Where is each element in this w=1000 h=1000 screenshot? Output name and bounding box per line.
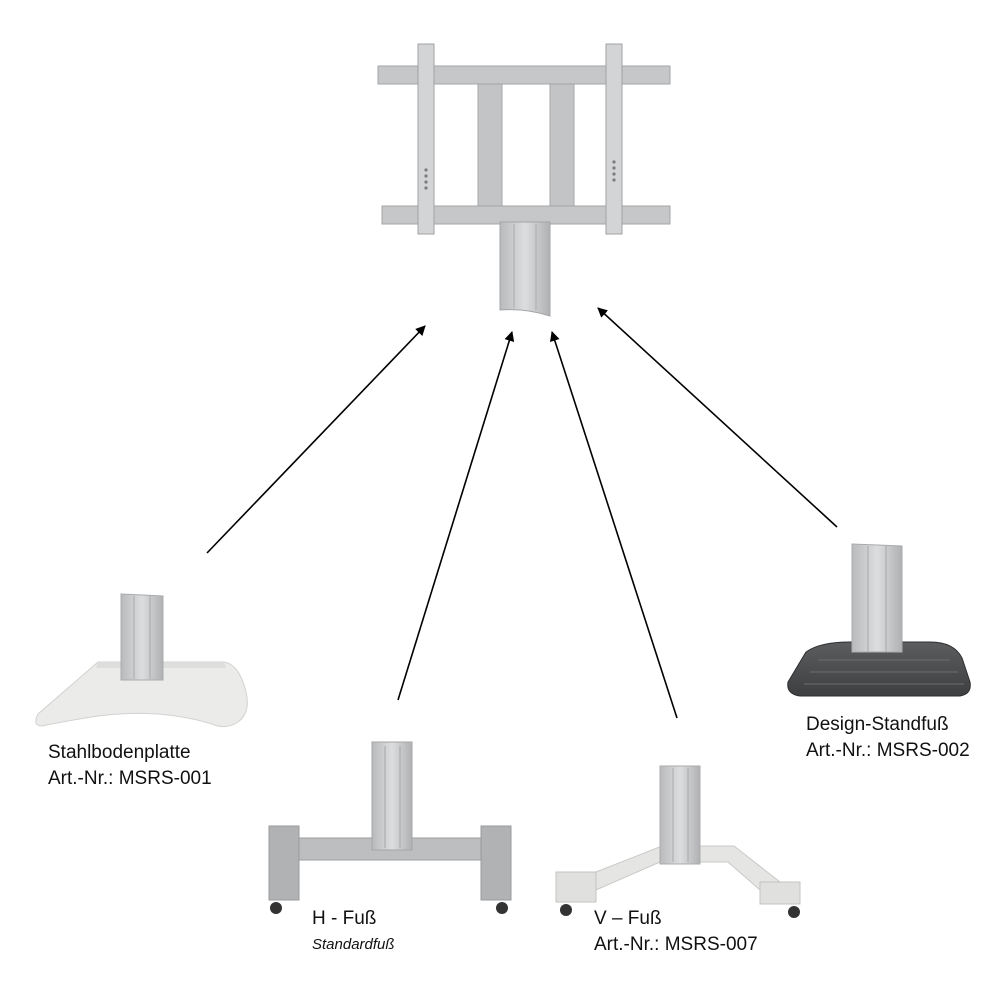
v-foot-name: V – Fuß	[594, 908, 662, 929]
arrow-v-foot	[550, 331, 678, 719]
h-foot-label: H - Fuß Standardfuß	[312, 906, 395, 958]
v-foot-image	[555, 765, 801, 918]
design-foot-image	[787, 543, 971, 697]
arrow-h-foot	[397, 331, 515, 701]
h-foot-subtitle: Standardfuß	[312, 936, 395, 953]
v-foot-label: V – Fuß Art.-Nr.: MSRS-007	[594, 906, 758, 958]
arrow-design-foot	[597, 307, 838, 528]
v-foot-art-nr: Art.-Nr.: MSRS-007	[594, 934, 758, 955]
design-foot-name: Design-Standfuß	[806, 714, 949, 735]
steel-plate-name: Stahlbodenplatte	[48, 742, 191, 763]
steel-plate-label: Stahlbodenplatte Art.-Nr.: MSRS-001	[48, 740, 212, 792]
arrow-steel-plate	[206, 325, 426, 554]
design-foot-art-nr: Art.-Nr.: MSRS-002	[806, 740, 970, 761]
arrows	[206, 307, 838, 719]
tv-mount-head	[377, 43, 671, 317]
h-foot-image	[268, 741, 512, 914]
h-foot-name: H - Fuß	[312, 908, 377, 929]
steel-plate-art-nr: Art.-Nr.: MSRS-001	[48, 768, 212, 789]
design-foot-label: Design-Standfuß Art.-Nr.: MSRS-002	[806, 712, 970, 764]
steel-plate-foot-image	[35, 593, 248, 728]
